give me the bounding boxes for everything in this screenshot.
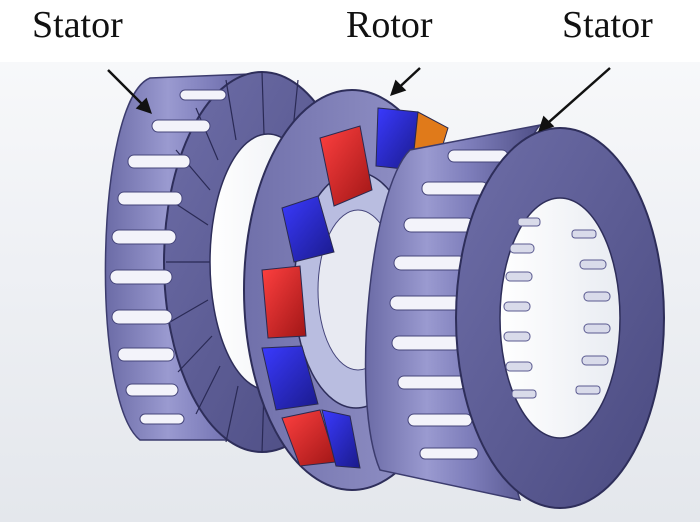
left-stator-slots bbox=[109, 89, 227, 425]
arrow-right-stator-head bbox=[538, 115, 555, 132]
magnet-blue-bottom bbox=[321, 409, 361, 469]
magnet-blue-left-upper bbox=[281, 195, 335, 263]
right-stator-label: Stator bbox=[562, 4, 653, 46]
right-stator-inner-teeth bbox=[503, 217, 611, 399]
right-stator bbox=[364, 123, 665, 509]
arrow-left-stator-head bbox=[135, 97, 152, 114]
rotor-magnets bbox=[261, 107, 449, 469]
arrow-right-stator bbox=[539, 67, 611, 131]
magnet-blue-left-lower bbox=[261, 345, 319, 411]
magnet-red-left bbox=[261, 265, 307, 339]
magnet-red-upper bbox=[319, 125, 373, 207]
right-stator-slots bbox=[389, 149, 509, 460]
rotor-label: Rotor bbox=[346, 4, 433, 46]
left-stator-label: Stator bbox=[32, 4, 123, 46]
arrow-rotor-head bbox=[390, 79, 407, 96]
pointer-arrows bbox=[107, 67, 611, 132]
right-stator-bore bbox=[499, 197, 621, 439]
